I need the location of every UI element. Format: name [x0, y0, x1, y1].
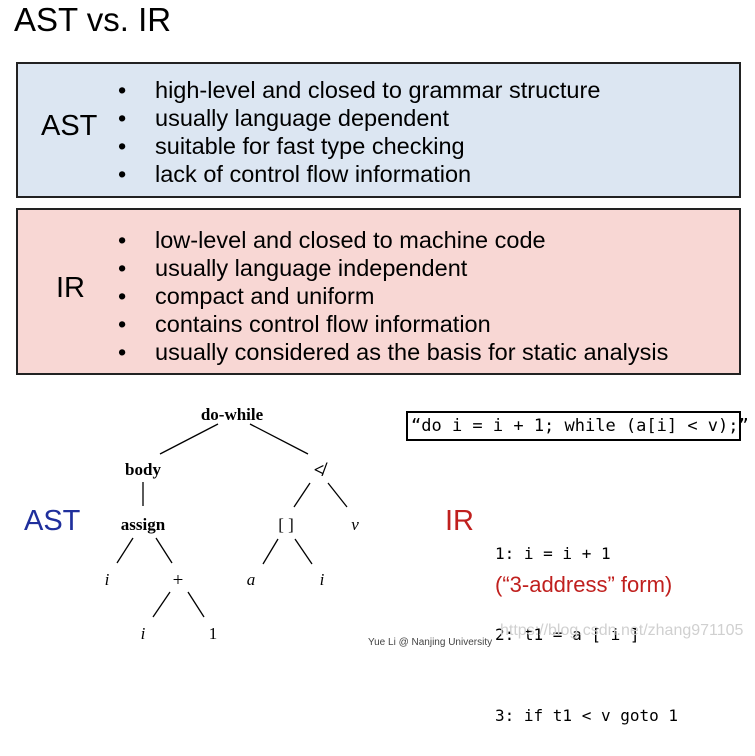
- list-item: •contains control flow information: [118, 311, 491, 337]
- watermark: https://blog.csdn.net/zhang971105: [500, 622, 744, 639]
- bullet-icon: •: [118, 105, 127, 131]
- node-body: body: [125, 460, 161, 479]
- node-one: 1: [209, 624, 218, 643]
- bullet-icon: •: [118, 227, 127, 253]
- list-item: •high-level and closed to grammar struct…: [118, 77, 601, 103]
- list-item: •usually language independent: [118, 255, 468, 281]
- tree-edge: [187, 591, 205, 618]
- list-item: •usually language dependent: [118, 105, 450, 131]
- list-item: •low-level and closed to machine code: [118, 227, 546, 253]
- footer-credit: Yue Li @ Nanjing University: [368, 637, 493, 648]
- tree-edge: [293, 482, 311, 508]
- list-item: •compact and uniform: [118, 283, 375, 309]
- tree-edge: [155, 537, 173, 564]
- tree-edge: [249, 423, 309, 455]
- ast-side-label: AST: [24, 505, 81, 537]
- ir-side-label: IR: [445, 505, 474, 537]
- list-item: •usually considered as the basis for sta…: [118, 339, 669, 365]
- ir-code-list: 1: i = i + 1 2: t1 = a [ i ] 3: if t1 < …: [495, 486, 678, 756]
- ir-line: 2: t1 = a [ i ]: [495, 625, 640, 644]
- bullet-icon: •: [118, 311, 127, 337]
- tree-edge: [327, 482, 348, 508]
- ir-box: IR •low-level and closed to machine code…: [16, 208, 741, 375]
- bullet-icon: •: [118, 133, 127, 159]
- ast-tree-diagram: do-while body ≮ assign [ ] v i + a i i 1: [105, 405, 360, 643]
- tree-edge: [152, 591, 171, 618]
- node-a: a: [247, 570, 256, 589]
- tree-edge: [294, 538, 313, 565]
- node-i: i: [320, 570, 325, 589]
- ir-box-label: IR: [56, 272, 85, 304]
- node-i: i: [105, 570, 110, 589]
- node-i: i: [141, 624, 146, 643]
- tree-edge: [116, 537, 134, 564]
- node-assign: assign: [121, 515, 166, 534]
- ir-line: 1: i = i + 1: [495, 544, 611, 563]
- ast-box-label: AST: [41, 110, 98, 142]
- three-address-note: (“3-address” form): [495, 572, 673, 597]
- ir-bullet-list: •low-level and closed to machine code •u…: [118, 226, 668, 366]
- bullet-icon: •: [118, 255, 127, 281]
- node-not-less: ≮: [314, 460, 329, 481]
- node-index: [ ]: [278, 515, 294, 534]
- node-v: v: [351, 515, 359, 534]
- node-do-while: do-while: [201, 405, 264, 424]
- bullet-icon: •: [118, 161, 127, 187]
- page-title: AST vs. IR: [14, 1, 172, 38]
- ir-line: 3: if t1 < v goto 1: [495, 706, 679, 725]
- ast-box: AST •high-level and closed to grammar st…: [16, 62, 741, 198]
- bullet-icon: •: [118, 283, 127, 309]
- tree-edge: [262, 538, 279, 565]
- list-item: •suitable for fast type checking: [118, 133, 465, 159]
- bullet-icon: •: [118, 339, 127, 365]
- source-code-box: “do i = i + 1; while (a[i] < v);”: [406, 411, 749, 441]
- tree-edge: [159, 423, 219, 455]
- list-item: •lack of control flow information: [118, 161, 472, 187]
- ast-bullet-list: •high-level and closed to grammar struct…: [118, 76, 600, 188]
- node-plus: +: [173, 570, 184, 591]
- bullet-icon: •: [118, 77, 127, 103]
